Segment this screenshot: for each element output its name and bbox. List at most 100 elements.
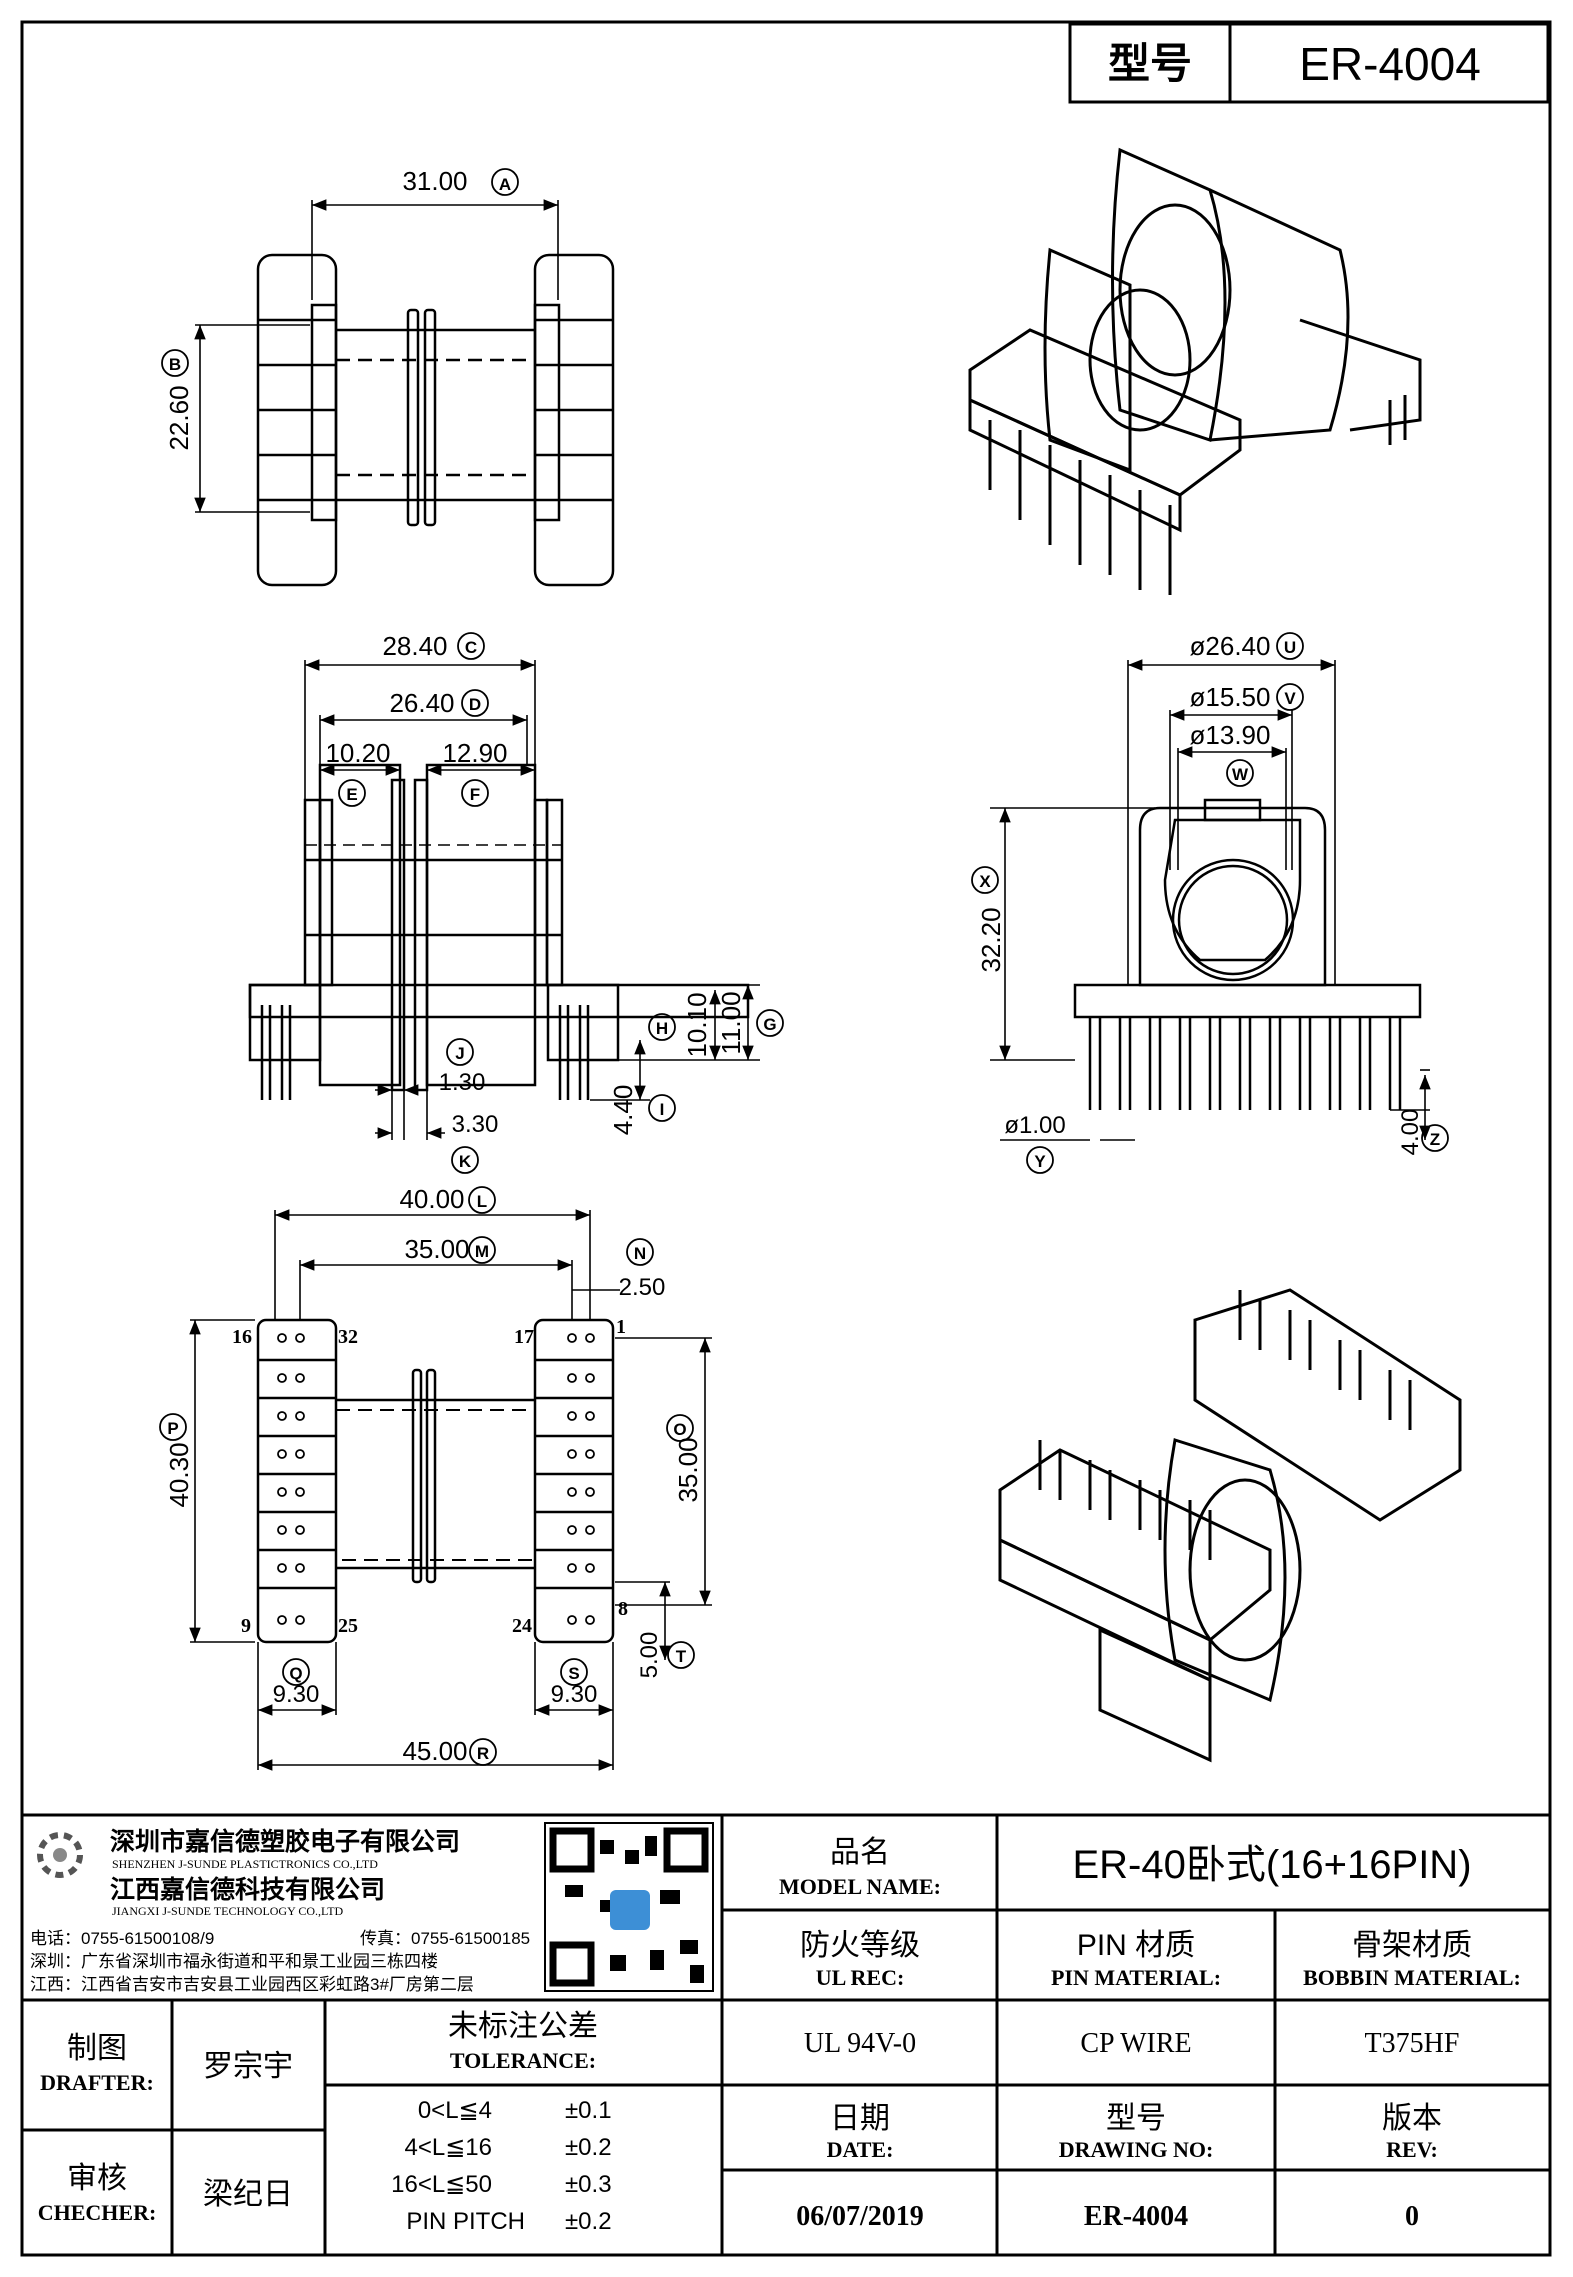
dim-w-value: ø13.90 (1190, 720, 1271, 750)
pin-label-9: 9 (241, 1615, 251, 1637)
dim-y-marker (1026, 1146, 1054, 1174)
dim-k-value: 3.30 (452, 1111, 499, 1138)
top-view (256, 253, 615, 587)
date-value: 06/07/2019 (796, 2201, 924, 2232)
dim-j-tag: J (455, 1044, 464, 1063)
dim-a-marker (491, 168, 519, 196)
dim-o-marker (666, 1414, 694, 1442)
dim-i-marker (648, 1094, 676, 1122)
front-view (248, 763, 750, 1100)
drafter-label-cn: 制图 (67, 2032, 127, 2065)
date-label-cn: 日期 (830, 2102, 890, 2135)
tolerance-value: ±0.2 (565, 2134, 612, 2161)
isometric-view-bottom (998, 1288, 1462, 1763)
company-name-en-2: JIANGXI J-SUNDE TECHNOLOGY CO.,LTD (112, 1904, 344, 1918)
rev-label-cn: 版本 (1382, 2102, 1442, 2135)
dim-x-tag: X (979, 872, 991, 891)
qr-code-image (544, 1822, 714, 1992)
dim-q-marker (282, 1658, 310, 1686)
dim-h-tag: H (656, 1019, 668, 1038)
dim-u-tag: U (1284, 638, 1296, 657)
dim-k-tag: K (459, 1152, 472, 1171)
model-name-label-cn: 品名 (830, 1836, 890, 1869)
dim-x-marker (971, 866, 999, 894)
sheet-border (20, 20, 1552, 2257)
pin-material-value: CP WIRE (1080, 2028, 1191, 2059)
dim-b-tag: B (169, 355, 181, 374)
drawing-no-value: ER-4004 (1084, 2201, 1188, 2232)
dim-c-tag: C (465, 638, 477, 657)
dim-t-marker (667, 1641, 695, 1669)
pin-label-24: 24 (512, 1615, 532, 1637)
dim-s-tag: S (568, 1664, 579, 1683)
dim-a-tag: A (499, 175, 511, 194)
checker-name: 梁纪日 (203, 2178, 293, 2211)
dim-v-value: ø15.50 (1190, 682, 1271, 712)
dim-f-tag: F (470, 785, 480, 804)
tolerance-range: 0<L≦4 (418, 2097, 492, 2124)
rev-value: 0 (1405, 2201, 1419, 2232)
date-label-en: DATE: (827, 2137, 894, 2162)
dim-r-value: 45.00 (402, 1736, 467, 1766)
ul-label-cn: 防火等级 (800, 1929, 920, 1962)
dim-i-tag: I (660, 1100, 665, 1119)
dim-z-tag: Z (1430, 1130, 1440, 1149)
dim-n-tag: N (634, 1244, 646, 1263)
front-view-dimensions (304, 659, 760, 1140)
pin-label-16: 16 (232, 1326, 252, 1348)
dim-n-marker (626, 1238, 654, 1266)
dim-d-value: 26.40 (389, 688, 454, 718)
model-name-value: ER-40卧式(16+16PIN) (1072, 1843, 1471, 1887)
dim-k-marker (451, 1146, 479, 1174)
ul-value: UL 94V-0 (804, 2028, 916, 2059)
header-model-value: ER-4004 (1299, 38, 1481, 90)
side-view (1073, 798, 1422, 1110)
company-phone: 电话：0755-61500108/9 (30, 1929, 214, 1948)
dim-i-value: 4.40 (608, 1085, 638, 1136)
dim-p-value: 40.30 (164, 1442, 194, 1507)
dim-u-value: ø26.40 (1190, 631, 1271, 661)
dim-e-value: 10.20 (325, 738, 390, 768)
header-model-label: 型号 (1108, 40, 1192, 87)
checker-label-cn: 审核 (67, 2162, 127, 2195)
dim-d-tag: D (469, 695, 481, 714)
side-view-dimensions (990, 659, 1431, 1141)
dim-o-tag: O (673, 1420, 686, 1439)
dim-v-tag: V (1284, 689, 1296, 708)
pin-label-25: 25 (338, 1615, 358, 1637)
tolerance-label-en: TOLERANCE: (450, 2048, 596, 2073)
top-view-dimensions (194, 199, 559, 513)
dim-n-value: 2.50 (619, 1274, 666, 1301)
dim-d-marker (461, 689, 489, 717)
dim-b-value: 22.60 (164, 385, 194, 450)
company-address-shenzhen: 深圳：广东省深圳市福永街道和平和景工业园三栋四楼 (30, 1952, 438, 1971)
dim-m-value: 35.00 (404, 1234, 469, 1264)
dim-b-marker (161, 349, 189, 377)
bottom-view-pins (277, 1333, 595, 1625)
isometric-view-top (968, 147, 1422, 595)
dim-t-value: 5.00 (636, 1632, 663, 1679)
company-fax: 传真：0755-61500185 (360, 1929, 530, 1948)
tolerance-range: PIN PITCH (406, 2208, 525, 2235)
dim-c-value: 28.40 (382, 631, 447, 661)
dim-z-value: 4.00 (1397, 1109, 1424, 1156)
pin-material-label-cn: PIN 材质 (1077, 1929, 1195, 1962)
dim-p-tag: P (167, 1419, 178, 1438)
dim-r-tag: R (477, 1744, 489, 1763)
tolerance-value: ±0.3 (565, 2171, 612, 2198)
tolerance-table: 0<L≦4 ±0.1 4<L≦16 ±0.2 16<L≦50 ±0.3 PIN … (391, 2097, 611, 2235)
dim-s-marker (560, 1658, 588, 1686)
dim-z-marker (1421, 1124, 1449, 1152)
dim-w-tag: W (1232, 765, 1249, 784)
dim-h-value: 10.10 (682, 992, 712, 1057)
drafter-name: 罗宗宇 (203, 2050, 293, 2083)
dim-j-marker (446, 1038, 474, 1066)
tolerance-value: ±0.1 (565, 2097, 612, 2124)
dim-h-marker (648, 1013, 676, 1041)
dim-u-marker (1276, 632, 1304, 660)
ul-label-en: UL REC: (816, 1965, 905, 1990)
dim-y-value: ø1.00 (1004, 1112, 1065, 1139)
dim-a-value: 31.00 (402, 166, 467, 196)
dim-w-marker (1226, 759, 1254, 787)
